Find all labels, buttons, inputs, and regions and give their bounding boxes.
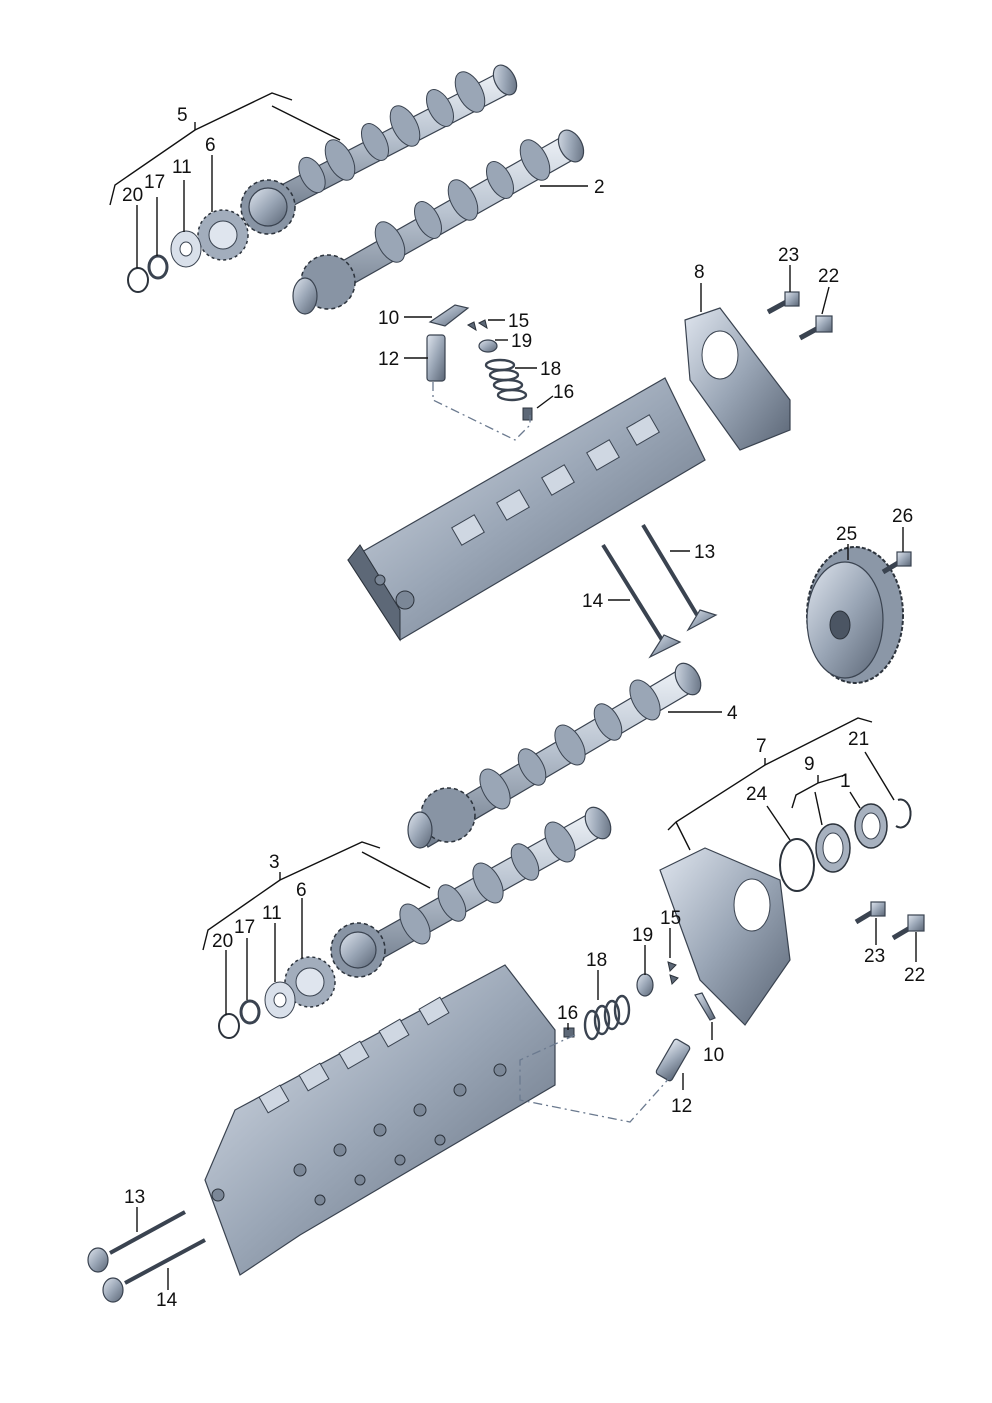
circlip-20-upper: [127, 267, 149, 293]
bolt-23-upper: [766, 291, 800, 315]
callout-12-lower: 12: [671, 1096, 692, 1117]
assembly-line-lower: [519, 1034, 673, 1123]
callout-7: 7: [756, 736, 767, 757]
valve-14-mid: [601, 543, 682, 659]
callout-6-upper: 6: [205, 135, 216, 156]
ring-17-upper: [147, 254, 169, 280]
callout-12-upper: 12: [378, 349, 399, 370]
callout-4: 4: [727, 703, 738, 724]
callout-14-low: 14: [156, 1290, 178, 1311]
seal-16-lower: [563, 1027, 575, 1038]
seal-9: [815, 823, 851, 873]
callout-16-lower: 16: [557, 1003, 578, 1024]
assembly-line-upper: [432, 382, 531, 441]
bolt-23-lower: [854, 901, 886, 925]
camshaft-4: [407, 662, 702, 849]
callout-17-upper: 17: [144, 172, 165, 193]
camshaft-upper-exhaust: [240, 64, 518, 235]
callout-20-upper: 20: [122, 185, 143, 206]
callout-11-lower: 11: [262, 903, 282, 924]
camshaft-3: [330, 806, 612, 978]
lifter-12-upper: [426, 334, 446, 382]
callout-13-low: 13: [124, 1187, 145, 1208]
bolt-22-upper: [798, 315, 833, 341]
valve-14-low: [102, 1238, 206, 1303]
lifter-12-lower: [655, 1038, 691, 1082]
callout-25: 25: [836, 524, 857, 545]
sprocket-6-upper: [197, 209, 249, 261]
callout-2: 2: [594, 177, 605, 198]
cylinder-head-upper: [347, 377, 706, 642]
callout-1: 1: [840, 771, 851, 792]
callout-22-lower: 22: [904, 965, 925, 986]
callout-9: 9: [804, 754, 815, 775]
seal-16-upper: [522, 407, 533, 421]
rocker-10-lower: [694, 992, 716, 1021]
callout-14-mid: 14: [582, 591, 604, 612]
callout-15-lower: 15: [660, 908, 681, 929]
valve-13-low: [87, 1210, 186, 1273]
callout-18-lower: 18: [586, 950, 607, 971]
bolt-22-lower: [891, 914, 925, 941]
keepers-15-upper: [466, 319, 488, 332]
callout-26: 26: [892, 506, 913, 527]
callout-3: 3: [269, 852, 280, 873]
callout-13-mid: 13: [694, 542, 715, 563]
camshaft-2: [292, 129, 585, 315]
callout-23-lower: 23: [864, 946, 885, 967]
callout-labels: 5 2 6 11 17 20 8 23 22 10 15 12 19 18 16…: [122, 105, 925, 1311]
callout-18-upper: 18: [540, 359, 561, 380]
retainer-19-lower: [636, 973, 654, 997]
rear-cover-7: [659, 847, 791, 1026]
callout-17-lower: 17: [234, 917, 255, 938]
callout-21: 21: [848, 729, 869, 750]
callout-22-upper: 22: [818, 266, 839, 287]
leader-lines: [109, 92, 917, 1290]
callout-15-upper: 15: [508, 311, 529, 332]
valve-13-mid: [641, 523, 718, 632]
circlip-20-lower: [218, 1013, 240, 1039]
seal-1: [854, 803, 888, 849]
circlip-21: [895, 798, 912, 829]
callout-11-upper: 11: [172, 157, 192, 178]
callout-16-upper: 16: [553, 382, 574, 403]
callout-6-lower: 6: [296, 880, 307, 901]
sprocket-6-lower: [284, 956, 336, 1008]
ring-17-lower: [239, 999, 261, 1025]
callout-10-lower: 10: [703, 1045, 724, 1066]
bolt-26: [881, 551, 912, 575]
retainer-19-upper: [478, 339, 498, 353]
callout-5-upper: 5: [177, 105, 188, 126]
spring-18-lower: [583, 994, 631, 1041]
end-cover-8: [684, 307, 791, 451]
callout-19-lower: 19: [632, 925, 653, 946]
callout-8: 8: [694, 262, 705, 283]
callout-23-upper: 23: [778, 245, 799, 266]
callout-20-lower: 20: [212, 931, 233, 952]
rocker-10-upper: [428, 304, 470, 327]
cylinder-head-lower: [204, 964, 556, 1276]
spring-18-upper: [484, 358, 528, 402]
callout-10-upper: 10: [378, 308, 399, 329]
callout-19-upper: 19: [511, 331, 532, 352]
callout-24: 24: [746, 784, 768, 805]
pulley-25: [806, 546, 904, 684]
keepers-15-lower: [667, 961, 679, 985]
o-ring-24: [779, 838, 815, 892]
